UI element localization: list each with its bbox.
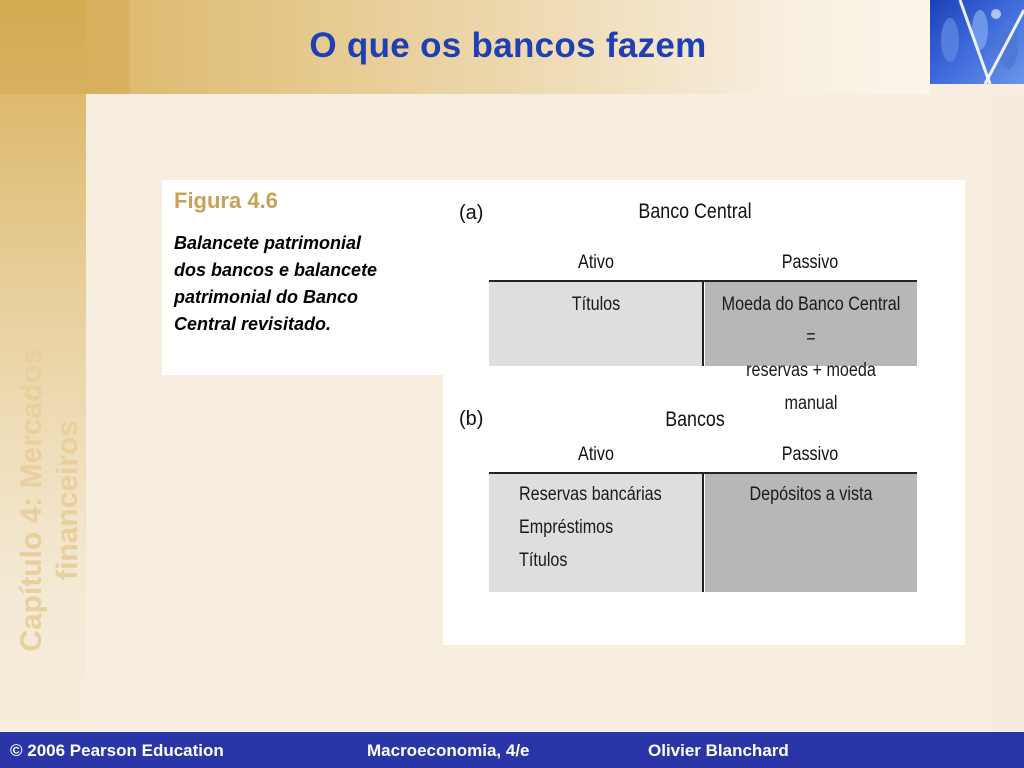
figure-label: Figura 4.6: [174, 188, 278, 213]
panel-b-ativo-item-3: Títulos: [519, 550, 568, 571]
panel-a-divider: [702, 282, 704, 366]
panel-a-ativo-header: Ativo: [578, 252, 614, 273]
panel-a-passivo-cell: Moeda do Banco Central = reservas + moed…: [705, 282, 917, 414]
panel-b-ativo-cell: Reservas bancárias Empréstimos Títulos: [489, 474, 703, 592]
caption-line-4: Central revisitado.: [174, 314, 332, 334]
caption-line-1: Balancete patrimonial: [174, 233, 362, 253]
caption-line-3: patrimonial do Banco: [174, 287, 359, 307]
panel-a-header-rule: [489, 280, 917, 282]
panel-a-passivo-header: Passivo: [781, 252, 839, 273]
panel-b-ativo-item-2: Empréstimos: [519, 517, 614, 538]
chapter-vertical-title: Capítulo 4: Mercados financeiros: [14, 300, 86, 700]
pearson-abstract-logo-icon: [930, 0, 1024, 84]
right-edge: [990, 94, 1024, 732]
header-background: [0, 0, 930, 94]
panel-b-ativo-item-1: Reservas bancárias: [519, 484, 662, 505]
footer-copyright: © 2006 Pearson Education: [10, 741, 224, 760]
footer-author: Olivier Blanchard: [648, 741, 789, 760]
panel-b-divider: [702, 474, 704, 592]
panel-b-header-rule: [489, 472, 917, 474]
slide-title: O que os bancos fazem: [309, 26, 707, 65]
panel-b-passivo-header: Passivo: [781, 444, 839, 465]
panel-a-title: Banco Central: [638, 200, 752, 223]
left-sidebar-band: [0, 0, 130, 732]
footer-book: Macroeconomia, 4/e: [367, 741, 530, 760]
panel-a-passivo-item-2: reservas + moeda manual: [746, 360, 876, 414]
panel-b-passivo-item-1: Depósitos a vista: [749, 484, 873, 505]
chapter-title-line-1: Capítulo 4: Mercados: [15, 348, 48, 652]
figure-caption: Balancete patrimonial dos bancos e balan…: [174, 230, 434, 338]
panel-a-letter: (a): [459, 202, 484, 224]
corner-decoration: [0, 0, 130, 94]
figure-caption-box: Figura 4.6 Balancete patrimonial dos ban…: [162, 180, 446, 375]
panel-b-title: Bancos: [665, 408, 725, 431]
caption-line-2: dos bancos e balancete: [174, 260, 378, 280]
panel-b-ativo-header: Ativo: [578, 444, 614, 465]
panel-b-passivo-cell: Depósitos a vista: [705, 474, 917, 592]
footer-bar: © 2006 Pearson Education Macroeconomia, …: [0, 732, 1024, 768]
panel-b-letter: (b): [459, 408, 484, 430]
balance-sheet-figure: (a) Banco Central Ativo Passivo Títulos …: [443, 180, 965, 645]
panel-a-ativo-item: Títulos: [571, 294, 621, 315]
panel-a-ativo-cell: Títulos: [489, 282, 703, 366]
chapter-title-line-2: financeiros: [51, 419, 84, 581]
panel-a-passivo-item-1: Moeda do Banco Central =: [721, 294, 901, 348]
